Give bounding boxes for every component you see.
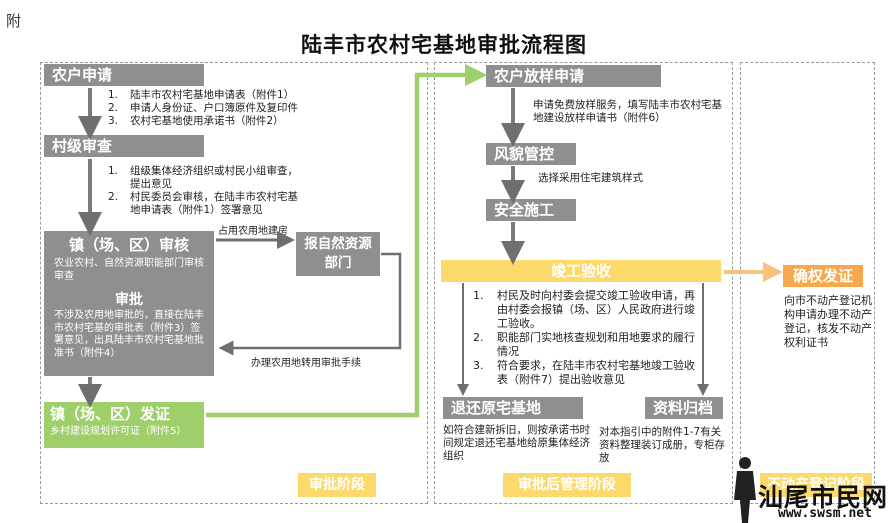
- list-item: 2.职能部门实地核查规划和用地要求的履行情况: [473, 331, 695, 358]
- layout-apply-desc: 申请免费放样服务，填写陆丰市农村宅基地建设放样申请书（附件6）: [533, 99, 722, 124]
- arrow-issue-to-layout: [206, 63, 488, 418]
- registration-stage-box: [740, 62, 875, 504]
- return-old-title: 退还原宅基地: [443, 397, 583, 419]
- registration-stage-label: 不动产登记阶段: [760, 473, 872, 497]
- list-item: 1.村民及时向村委会提交竣工验收申请，再由村委会报镇（场、区）人民政府进行竣工验…: [473, 289, 695, 330]
- figure-number: 附: [6, 12, 22, 30]
- acceptance-title: 竣工验收: [441, 260, 721, 282]
- layout-apply-title: 农户放样申请: [486, 65, 661, 87]
- post-approval-stage-box: [434, 62, 733, 504]
- watermark-url: www.swsm.net: [778, 506, 872, 521]
- acceptance-list: 1.村民及时向村委会提交竣工验收申请，再由村委会报镇（场、区）人民政府进行竣工验…: [473, 289, 695, 387]
- watermark-text: 汕尾市民网: [758, 483, 888, 512]
- archive-title: 资料归档: [645, 397, 723, 419]
- town-review-desc: 农业农村、自然资源职能部门审核审查: [54, 258, 204, 282]
- confirm-cert-desc: 向市不动产登记机构申请办理不动产登记，核发不动产权利证书: [784, 294, 872, 349]
- town-issue-block: 镇（场、区）发证 乡村建设规划许可证（附件5）: [44, 402, 204, 448]
- approval-stage-box: [40, 62, 428, 504]
- page-title: 陆丰市农村宅基地审批流程图: [301, 33, 587, 57]
- approval-stage-label: 审批阶段: [298, 473, 376, 497]
- list-item: 3.农村宅基地使用承诺书（附件2）: [108, 115, 284, 127]
- style-control-desc: 选择采用住宅建筑样式: [538, 172, 643, 184]
- return-old-desc: 如符合建新拆旧，则按承诺书时间规定退还宅基地给原集体经济组织: [443, 424, 590, 462]
- list-item: 3.符合要求，在陆丰市农村宅基地竣工验收表（附件7）提出验收意见: [473, 359, 695, 386]
- list-item: 2.申请人身份证、户口簿原件及复印件: [108, 102, 298, 114]
- list-item: 2.村民委员会审核，在陆丰市农村宅基地申请表（附件1）签署意见: [108, 191, 298, 216]
- arrow-back-from-resource: [218, 252, 402, 356]
- farmer-apply-list: 1.陆丰市农村宅基地申请表（附件1） 2.申请人身份证、户口簿原件及复印件 3.…: [108, 89, 323, 128]
- safe-build-title: 安全施工: [486, 199, 576, 221]
- resource-dept-title: 报自然资源部门: [304, 236, 372, 271]
- arrow-farmland-label: 占用农用地建房: [218, 226, 288, 237]
- style-control-title: 风貌管控: [486, 143, 576, 165]
- approval-desc: 不涉及农用地审批的，直接在陆丰市农村宅基的审批表（附件3）签署意见，出具陆丰市农…: [54, 310, 204, 359]
- arrow-convert-label: 办理农用地转用审批手续: [251, 358, 361, 369]
- farmer-apply-title: 农户申请: [44, 64, 204, 86]
- town-review-title: 镇（场、区）审核: [68, 236, 189, 254]
- post-approval-stage-label: 审批后管理阶段: [503, 473, 631, 497]
- list-item: 1.陆丰市农村宅基地申请表（附件1）: [108, 89, 295, 101]
- approval-title: 审批: [115, 292, 143, 308]
- list-item: 1.组级集体经济组织或村民小组审查，提出意见: [108, 165, 298, 190]
- archive-desc: 对本指引中的附件1-7有关资料整理装订成册，专柜存放: [599, 426, 725, 464]
- resource-dept-block: 报自然资源部门: [296, 232, 380, 276]
- town-review-block: 镇（场、区）审核 农业农村、自然资源职能部门审核审查 审批 不涉及农用地审批的，…: [44, 231, 214, 376]
- confirm-cert-title: 确权发证: [783, 265, 863, 287]
- watermark-figure-icon: [734, 457, 756, 523]
- town-issue-title: 镇（场、区）发证: [50, 405, 171, 423]
- village-review-title: 村级审查: [44, 135, 204, 157]
- town-issue-desc: 乡村建设规划许可证（附件5）: [50, 426, 187, 437]
- village-review-list: 1.组级集体经济组织或村民小组审查，提出意见 2.村民委员会审核，在陆丰市农村宅…: [108, 165, 308, 217]
